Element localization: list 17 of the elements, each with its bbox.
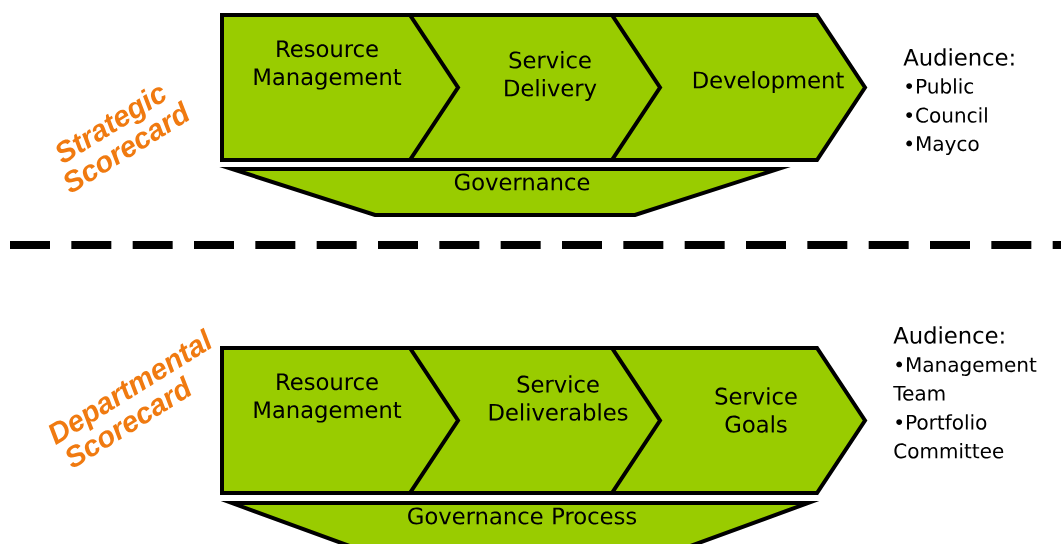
bullet-item: •Mayco — [906, 136, 979, 155]
bullet-item: •Public — [906, 78, 974, 94]
process-step: Resource Management — [220, 346, 463, 495]
node-label: Service Goals — [715, 387, 797, 433]
node-label: Service Delivery — [505, 51, 597, 101]
process-step: Service Delivery — [406, 13, 665, 162]
node-label: Development — [693, 71, 844, 93]
node-label: Resource Management — [254, 373, 402, 423]
audience-heading: Audience: — [903, 48, 1014, 66]
bullet-item: •Council — [906, 107, 987, 123]
process-step: Resource Management — [220, 13, 463, 162]
bullet-item: •Portfolio Committee — [894, 414, 1004, 459]
node-label: Resource Management — [254, 40, 402, 90]
process-step: Development — [608, 13, 868, 162]
process-step: Service Deliverables — [406, 346, 665, 495]
bullet-item: •Management Team — [893, 357, 1037, 401]
audience-heading: Audience: — [893, 326, 1004, 344]
